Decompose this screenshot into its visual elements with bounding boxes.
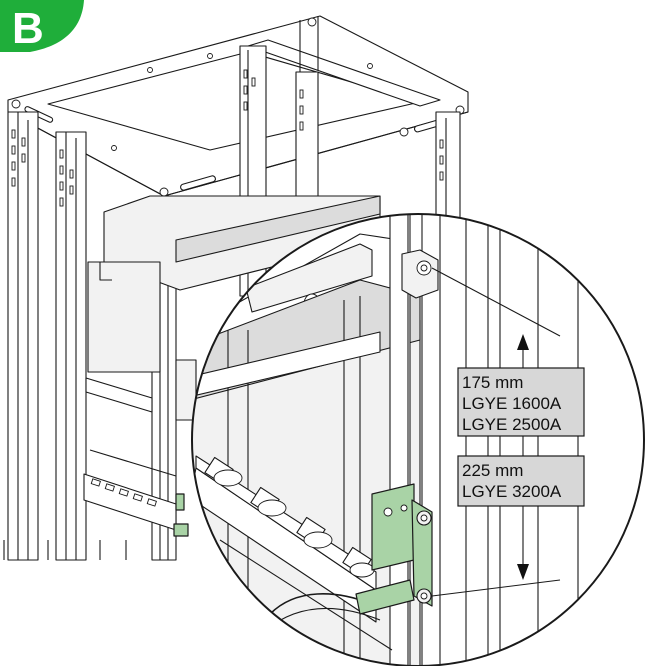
label-box-1: 175 mm LGYE 1600A LGYE 2500A	[457, 367, 585, 437]
label-1-line-2: LGYE 1600A	[462, 394, 562, 413]
green-bracket-lower	[355, 579, 415, 615]
green-bracket-side	[411, 499, 433, 607]
label-2-line-1: 225 mm	[462, 461, 523, 480]
label-box-2: 225 mm LGYE 3200A	[457, 455, 585, 507]
upright-bottom-ends	[3, 540, 127, 560]
lower-rail-slots	[90, 478, 157, 507]
label-2-line-2: LGYE 3200A	[462, 482, 562, 501]
arrowhead-down	[517, 564, 529, 580]
upright-left-front	[7, 111, 39, 561]
green-mounting-bracket	[355, 483, 433, 615]
step-badge: B	[0, 0, 84, 53]
detail-upright-3	[465, 214, 489, 666]
label-1-line-1: 175 mm	[462, 373, 523, 392]
arrowhead-up	[517, 334, 529, 350]
label-1-line-3: LGYE 2500A	[462, 415, 562, 434]
green-bracket-upper	[371, 483, 415, 571]
upright-left-rear	[55, 131, 87, 561]
step-badge-letter: B	[12, 4, 44, 53]
top-cross-member	[247, 39, 441, 107]
detail-magnifier	[191, 213, 645, 666]
